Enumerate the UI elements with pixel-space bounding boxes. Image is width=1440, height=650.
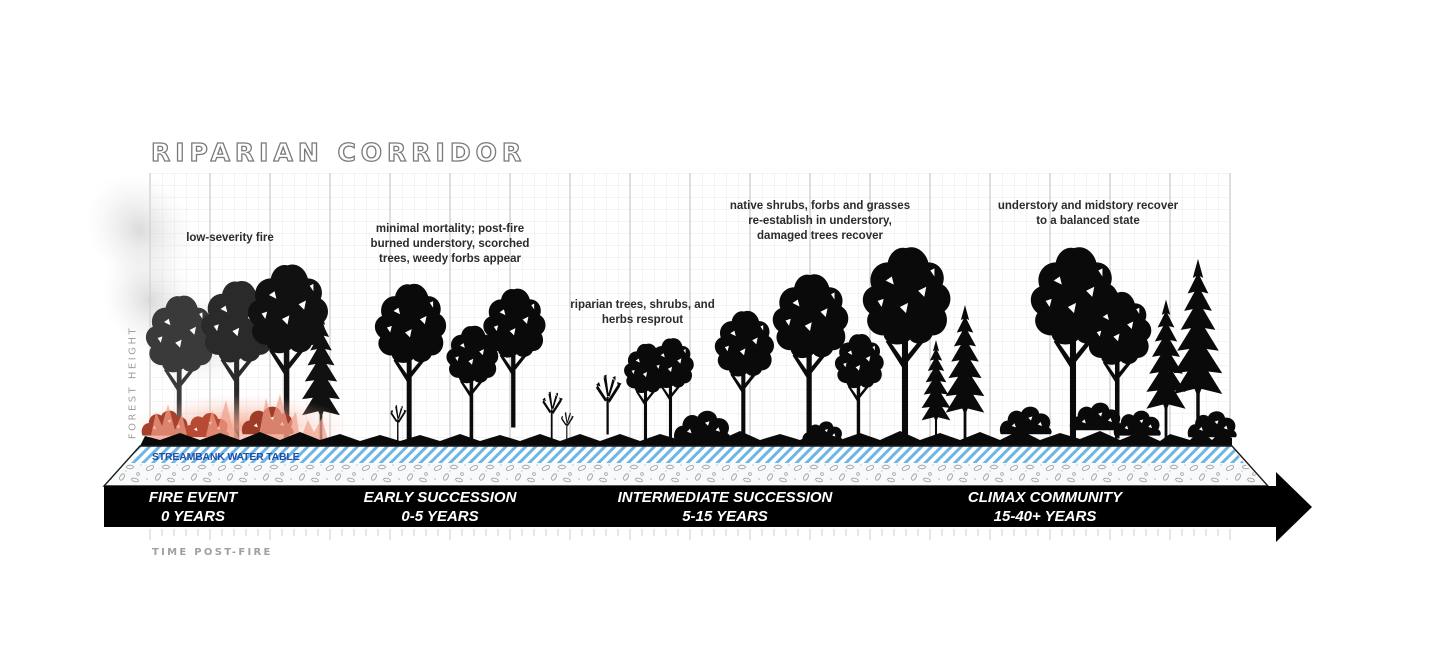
- stage-early-succession: EARLY SUCCESSION 0-5 YEARS: [340, 488, 540, 526]
- annotation-fire: low-severity fire: [186, 232, 274, 244]
- time-axis-ticks: [149, 529, 1231, 540]
- fire-flames: [141, 394, 328, 440]
- stage-years: 0 YEARS: [161, 508, 225, 525]
- ground-grass: [140, 430, 1232, 446]
- timeline-arrow: [104, 472, 1312, 542]
- annotation-native-recovery: native shrubs, forbs and grasses re-esta…: [729, 200, 911, 242]
- stage-name: FIRE EVENT: [148, 489, 238, 506]
- x-axis-label: TIME POST-FIRE: [152, 547, 273, 558]
- annotation-intermediate: riparian trees, shrubs, and herbs respro…: [570, 299, 715, 326]
- water-table-label: STREAMBANK WATER TABLE: [152, 451, 300, 463]
- stage-intermediate-succession: INTERMEDIATE SUCCESSION 5-15 YEARS: [590, 488, 860, 526]
- stage-name: CLIMAX COMMUNITY: [967, 489, 1123, 506]
- stage-years: 5-15 YEARS: [682, 508, 768, 525]
- annotation-climax: understory and midstory recover to a bal…: [997, 200, 1179, 227]
- diagram-title: RIPARIAN CORRIDOR: [150, 137, 527, 167]
- stage-climax-community: CLIMAX COMMUNITY 15-40+ YEARS: [930, 488, 1160, 526]
- stage-name: EARLY SUCCESSION: [363, 489, 517, 506]
- stage-name: INTERMEDIATE SUCCESSION: [617, 489, 833, 506]
- streambank-water-table: [102, 445, 1270, 487]
- stage-years: 0-5 YEARS: [401, 508, 479, 525]
- annotation-early-succession: minimal mortality; post-fire burned unde…: [370, 223, 530, 265]
- stage-years: 15-40+ YEARS: [993, 508, 1097, 525]
- stage-fire-event: FIRE EVENT 0 YEARS: [118, 488, 268, 526]
- y-axis-label: FOREST HEIGHT: [127, 325, 139, 440]
